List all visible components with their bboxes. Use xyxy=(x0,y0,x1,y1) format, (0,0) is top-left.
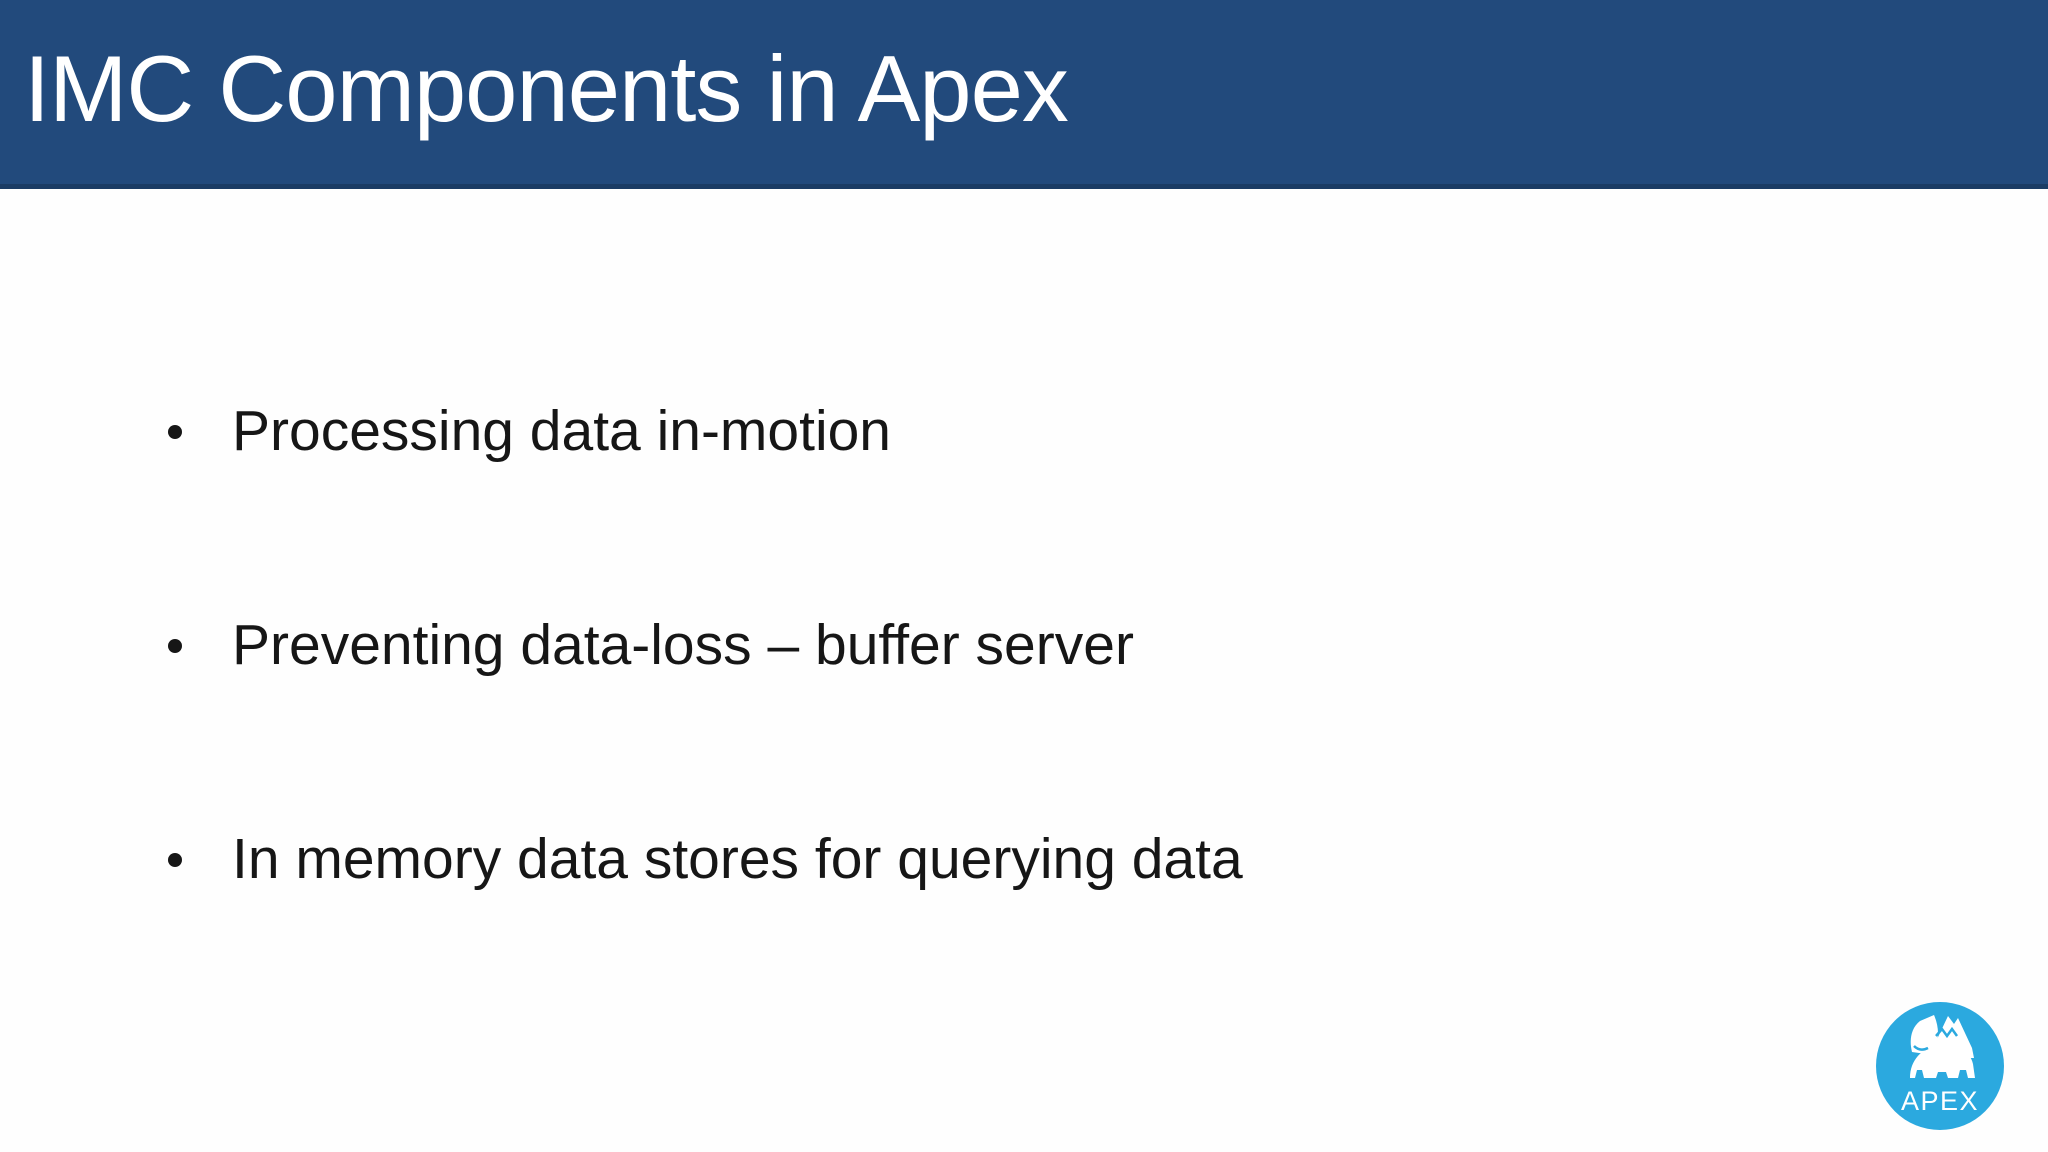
bullet-list: Processing data in-motion Preventing dat… xyxy=(168,403,1243,1045)
bullet-item: Preventing data-loss – buffer server xyxy=(168,617,1243,674)
bullet-text: In memory data stores for querying data xyxy=(232,827,1243,891)
apex-logo-text: APEX xyxy=(1901,1086,1979,1116)
gorilla-mountain-icon xyxy=(1910,1015,1975,1078)
bullet-item: Processing data in-motion xyxy=(168,403,1243,460)
bullet-text: Processing data in-motion xyxy=(232,399,892,463)
bullet-marker-icon xyxy=(168,424,182,439)
bullet-marker-icon xyxy=(168,638,182,653)
snow-zigzag-icon xyxy=(1935,1026,1959,1039)
bullet-text: Preventing data-loss – buffer server xyxy=(232,613,1134,677)
gorilla-smile-icon xyxy=(1913,1045,1929,1051)
slide-title: IMC Components in Apex xyxy=(24,36,1069,141)
bullet-item: In memory data stores for querying data xyxy=(168,831,1243,888)
bullet-marker-icon xyxy=(168,852,182,867)
apex-logo-graphic: APEX xyxy=(1876,1002,2004,1130)
slide-header: IMC Components in Apex xyxy=(0,0,2048,189)
apex-logo: APEX xyxy=(1876,1002,2004,1130)
